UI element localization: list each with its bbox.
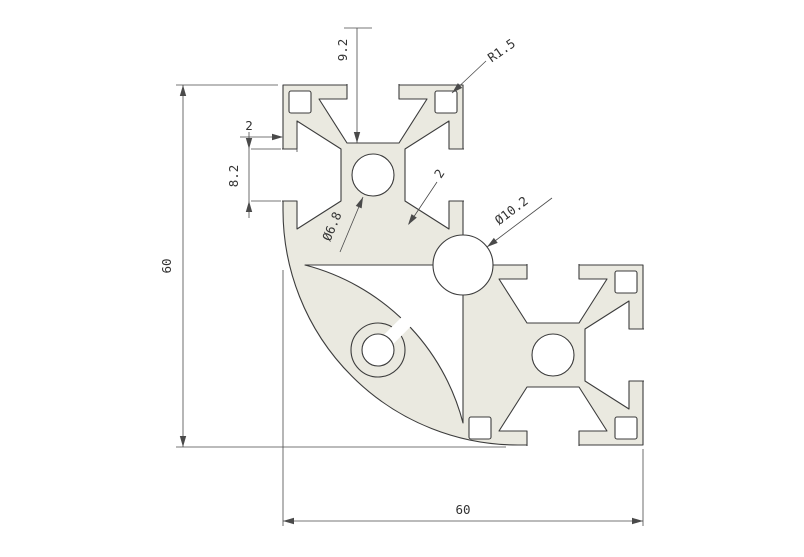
- corner-chamber-tl: [288, 90, 312, 114]
- dim-slot-depth: 9.2: [335, 27, 372, 143]
- dim-slot-depth-label: 9.2: [335, 39, 350, 62]
- dim-slot-width-label: 8.2: [226, 165, 241, 188]
- channel-bore: [361, 333, 395, 367]
- center-bore-icon: [351, 153, 395, 197]
- corner-chamber-tr: [434, 90, 458, 114]
- corner-chamber-br: [614, 416, 638, 440]
- screw-channel: [350, 311, 417, 378]
- elbow-pocket: [304, 264, 464, 424]
- corner-notch: [432, 234, 494, 296]
- dim-corner-radius: R1.5: [449, 36, 518, 96]
- dim-wall-thickness: 2: [240, 118, 298, 152]
- center-bore-icon: [531, 333, 575, 377]
- corner-chamber-bl: [468, 416, 492, 440]
- dim-wall-thickness-label: 2: [245, 118, 253, 133]
- dim-corner-notch: Ø10.2: [485, 193, 553, 250]
- dim-overall-width-label: 60: [455, 502, 470, 517]
- dim-overall-height-label: 60: [159, 258, 174, 273]
- dim-slot-width: 8.2: [226, 132, 281, 218]
- dim-overall-width: 60: [282, 270, 644, 526]
- corner-chamber-tr: [614, 270, 638, 294]
- dim-corner-notch-label: Ø10.2: [492, 193, 531, 228]
- dim-overall-height: 60: [159, 84, 506, 448]
- dim-corner-radius-label: R1.5: [485, 36, 518, 66]
